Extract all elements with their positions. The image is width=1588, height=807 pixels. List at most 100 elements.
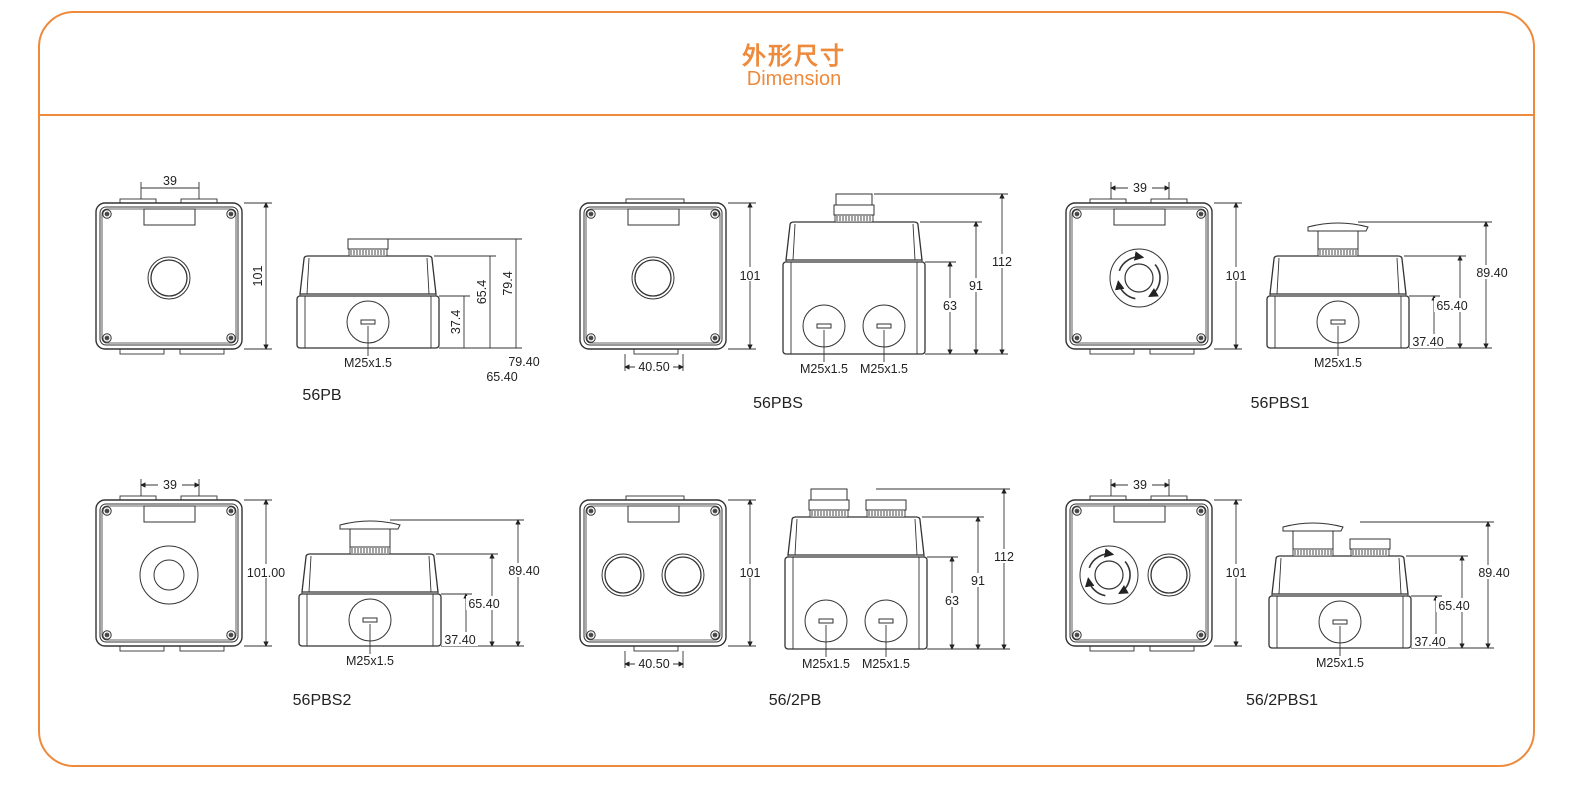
height-label: 89.40 xyxy=(508,564,539,578)
enclosure-base xyxy=(784,556,928,650)
lid-edge xyxy=(1396,257,1400,295)
enclosure-inner xyxy=(1069,206,1209,346)
mushroom-head-icon xyxy=(1282,522,1344,532)
enclosure-outer xyxy=(1065,499,1213,647)
screw-icon xyxy=(102,506,112,516)
lid-edge xyxy=(912,223,916,261)
emergency-stop-collar xyxy=(1079,545,1139,605)
pushbutton-body xyxy=(808,499,850,511)
pushbutton-icon xyxy=(1150,556,1188,594)
screw-icon xyxy=(1072,630,1082,640)
label-bg xyxy=(1410,334,1446,348)
gland-slot xyxy=(1330,319,1346,325)
screw-icon xyxy=(586,333,596,343)
label-bg xyxy=(1412,634,1448,648)
screw-icon xyxy=(102,209,112,219)
screw-icon xyxy=(1196,209,1206,219)
screw-icon xyxy=(1196,333,1206,343)
thread-label: M25x1.5 xyxy=(862,657,910,671)
thread-label: M25x1.5 xyxy=(802,657,850,671)
height-label: 37.40 xyxy=(1414,635,1445,649)
enclosure-outer xyxy=(95,499,243,647)
bottom-tab xyxy=(633,645,679,652)
label-bg xyxy=(958,278,994,292)
screw-icon xyxy=(102,333,112,343)
gland-slot xyxy=(816,323,832,329)
height-label: 91 xyxy=(971,574,985,588)
pushbutton-outer-ring xyxy=(661,553,705,597)
height-label: 65.40 xyxy=(1438,599,1469,613)
enclosure-lid xyxy=(301,553,439,593)
title-chinese: 外形尺寸 xyxy=(742,42,846,70)
bottom-tab xyxy=(119,348,165,355)
extra-label: 65.40 xyxy=(486,370,517,384)
label-plate xyxy=(627,505,680,523)
label-bg xyxy=(1216,564,1256,578)
screw-icon xyxy=(226,506,236,516)
width-label: 39 xyxy=(163,174,177,188)
screw-icon xyxy=(1196,630,1206,640)
label-plate xyxy=(143,208,196,226)
lid-edge xyxy=(306,257,310,295)
enclosure-base xyxy=(782,261,926,355)
gland-slot xyxy=(362,617,378,623)
bottom-tab xyxy=(1089,348,1135,355)
enclosure-inner xyxy=(99,503,239,643)
label-bg xyxy=(1128,477,1152,491)
label-plate xyxy=(1113,208,1166,226)
screw-icon xyxy=(586,630,596,640)
screw-icon xyxy=(1072,333,1082,343)
screw-icon xyxy=(102,630,112,640)
height-label: 63 xyxy=(943,299,957,313)
screw-icon xyxy=(586,209,596,219)
pushbutton-body xyxy=(347,238,389,250)
label-plate xyxy=(143,505,196,523)
lid-edge xyxy=(914,518,918,556)
lid-edge xyxy=(792,223,796,261)
label-bg xyxy=(1474,265,1510,279)
rotate-arrow-icon xyxy=(1114,280,1136,300)
gland-slot xyxy=(878,618,894,624)
thread-label: M25x1.5 xyxy=(346,654,394,668)
label-bg xyxy=(442,632,478,646)
dimension-panel-frame xyxy=(38,11,1535,767)
enclosure-lid xyxy=(1269,255,1407,295)
screw-icon xyxy=(710,506,720,516)
pushbutton-outer-ring xyxy=(147,256,191,300)
enclosure-inner xyxy=(583,503,723,643)
label-bg xyxy=(158,477,182,491)
screw-icon xyxy=(710,209,720,219)
height-label: 65.4 xyxy=(475,280,489,304)
lid-edge xyxy=(1276,257,1280,295)
bottom-tab xyxy=(119,645,165,652)
screw-icon xyxy=(1196,506,1206,516)
lid-edge xyxy=(1398,557,1402,595)
height-label: 101 xyxy=(1226,269,1247,283)
header-divider xyxy=(38,114,1535,116)
bottom-tab xyxy=(1089,645,1135,652)
label-bg xyxy=(1476,565,1512,579)
label-bg xyxy=(635,359,673,373)
gland-slot xyxy=(876,323,892,329)
enclosure-inner xyxy=(99,206,239,346)
pushbutton-icon xyxy=(150,259,188,297)
thread-label: M25x1.5 xyxy=(1316,656,1364,670)
lid-edge xyxy=(308,555,312,593)
height-label: 79.4 xyxy=(501,271,515,295)
label-bg xyxy=(1434,298,1470,312)
model-label-56PBS2: 56PBS2 xyxy=(293,692,352,709)
label-bg xyxy=(730,564,770,578)
mushroom-stem xyxy=(1292,530,1334,550)
thread-label: M25x1.5 xyxy=(800,362,848,376)
height-label: 101.00 xyxy=(247,566,285,580)
